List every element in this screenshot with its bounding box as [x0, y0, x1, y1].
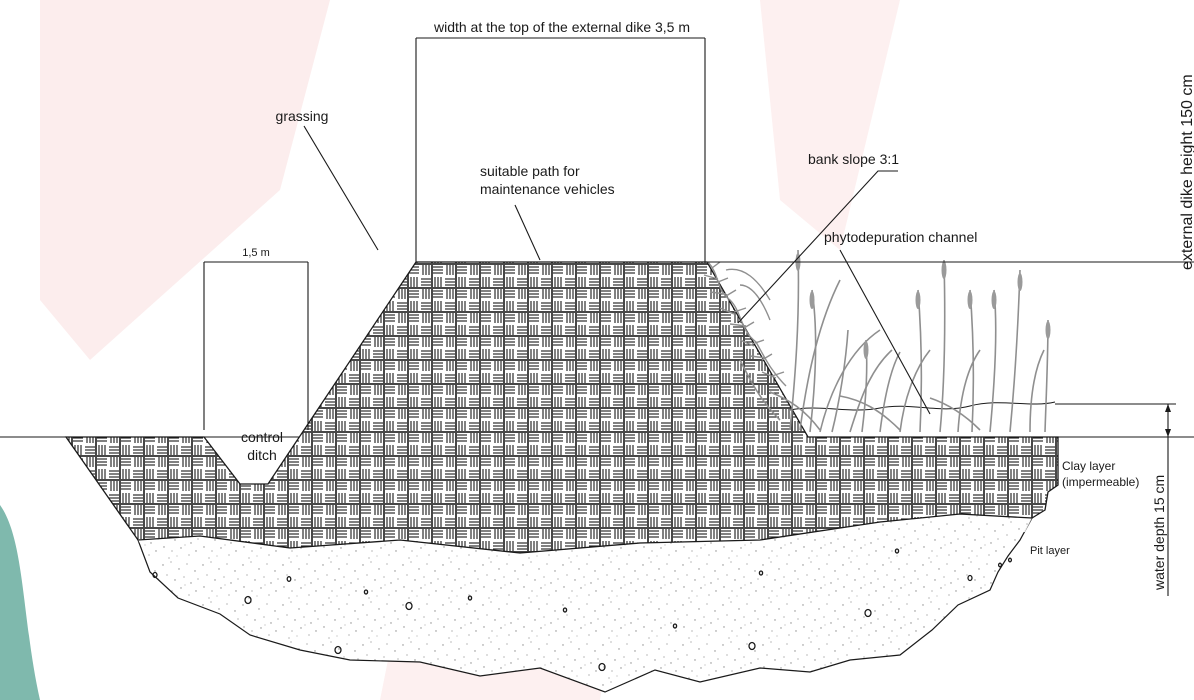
top-width-label: width at the top of the external dike 3,…: [433, 19, 690, 35]
bank-slope-leader: [737, 170, 898, 324]
background-accent-pink-2: [760, 0, 900, 250]
water-depth-label: water depth 15 cm: [1151, 475, 1167, 591]
slope-vegetation: [703, 261, 787, 387]
ditch-label-line2: ditch: [247, 447, 277, 463]
top-width-dimension: [415, 37, 706, 262]
background-accent-teal: [0, 505, 40, 700]
pit-label: Pit layer: [1030, 545, 1070, 557]
ditch-width-dimension: [203, 261, 309, 430]
clay-label-line1: Clay layer: [1062, 459, 1115, 473]
path-leader: [514, 204, 541, 261]
grassing-leader: [303, 125, 379, 251]
path-label-line2: maintenance vehicles: [480, 181, 615, 197]
ditch-label-line1: control: [241, 429, 283, 445]
phyto-leader: [839, 249, 931, 415]
water-surface: [789, 401, 1056, 411]
clay-label-line2: (impermeable): [1062, 475, 1139, 489]
ditch-width-label: 1,5 m: [242, 247, 270, 259]
background-accent-pink: [40, 0, 330, 360]
clay-dike-body: [64, 261, 1059, 554]
reed-seedheads: [795, 253, 1051, 359]
phytodepuration-reeds: [739, 249, 1049, 433]
water-depth-arrow: [1165, 404, 1171, 437]
path-label-line1: suitable path for: [480, 163, 580, 179]
pit-layer-dense-top: [138, 514, 1032, 568]
grassing-label: grassing: [276, 108, 329, 124]
bank-slope-label: bank slope 3:1: [808, 151, 899, 167]
pebbles: [152, 548, 1013, 672]
dike-height-label: external dike height 150 cm: [1179, 74, 1194, 270]
phyto-label: phytodepuration channel: [824, 229, 977, 245]
